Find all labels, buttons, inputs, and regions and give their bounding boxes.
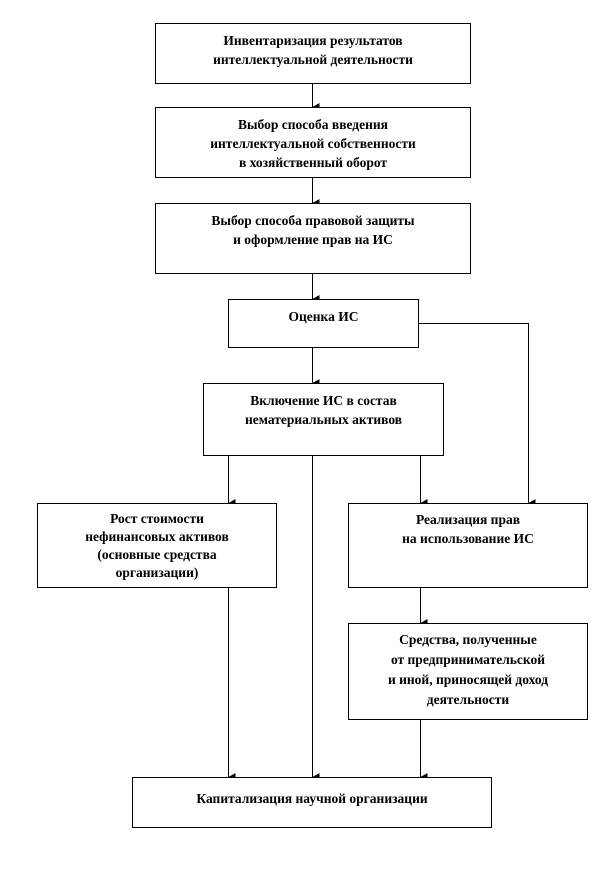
line: Выбор способа правовой защиты	[211, 213, 415, 228]
line: на использование ИС	[402, 531, 534, 546]
box-choice-method: Выбор способа введения интеллектуальной …	[155, 107, 471, 178]
line: и оформление прав на ИС	[233, 232, 393, 247]
box-intangible: Включение ИС в состав нематериальных акт…	[203, 383, 444, 456]
line: Рост стоимости	[110, 511, 204, 526]
line: и иной, приносящей доход	[387, 672, 549, 687]
box-rights: Реализация прав на использование ИС	[348, 503, 588, 588]
line: деятельности	[426, 692, 510, 707]
line: Средства, полученные	[399, 632, 537, 647]
line: в хозяйственный оборот	[238, 155, 388, 170]
line: интеллектуальной собственности	[210, 136, 416, 151]
line: (основные средства	[97, 547, 217, 562]
line: Инвентаризация результатов	[223, 33, 403, 48]
line: Выбор способа введения	[238, 117, 388, 132]
box-nonfinancial: Рост стоимости нефинансовых активов (осн…	[37, 503, 277, 588]
box-inventory: Инвентаризация результатов интеллектуаль…	[155, 23, 471, 84]
line: Включение ИС в состав	[250, 393, 397, 408]
line: организации)	[115, 565, 199, 580]
line: интеллектуальной деятельности	[213, 52, 413, 67]
box-legal-protection: Выбор способа правовой защиты и оформлен…	[155, 203, 471, 274]
box-funds: Средства, полученные от предпринимательс…	[348, 623, 588, 720]
line: нефинансовых активов	[85, 529, 229, 544]
line: Реализация прав	[415, 512, 521, 527]
box-valuation: Оценка ИС	[228, 299, 419, 348]
box-capitalization: Капитализация научной организации	[132, 777, 492, 828]
line: Оценка ИС	[288, 309, 359, 324]
line: от предпринимательской	[390, 652, 546, 667]
line: нематериальных активов	[244, 412, 403, 427]
arrow-4-7	[419, 323, 536, 507]
line: Капитализация научной организации	[196, 791, 428, 806]
